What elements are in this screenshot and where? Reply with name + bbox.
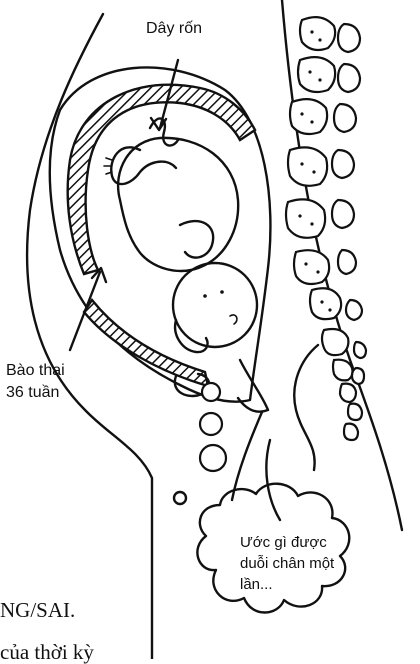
- thought-bubble-line3: lần...: [240, 574, 273, 595]
- thought-bubble-dot: [174, 492, 186, 504]
- belly-outline: [27, 14, 152, 659]
- rectum: [294, 345, 318, 470]
- fetus-eye-left: [203, 294, 207, 298]
- pubic-bone-1: [202, 383, 220, 401]
- fetus-head: [173, 263, 257, 347]
- fetus-age-label-line1: Bào thai: [6, 360, 65, 381]
- background-text-line2: của thời kỳ: [0, 640, 94, 664]
- pubic-bone-3: [200, 445, 226, 471]
- thought-bubble-line1: Ước gì được: [240, 532, 327, 553]
- bowel-loop: [266, 440, 280, 520]
- fetus-ear: [230, 315, 237, 324]
- fetus-face: [175, 320, 207, 352]
- fetus-age-label-line2: 36 tuần: [6, 382, 59, 403]
- lower-uterine-wall: [84, 300, 208, 386]
- pubic-bone-2: [200, 413, 222, 435]
- fetus-eye-right: [220, 290, 224, 294]
- birth-canal: [232, 412, 262, 500]
- thought-bubble-line2: duỗi chân một: [240, 553, 334, 574]
- background-text-line1: NG/SAI.: [0, 598, 75, 622]
- umbilical-cord-label: Dây rốn: [146, 18, 202, 39]
- fetus-arm: [180, 221, 213, 258]
- fetus-foot-toes: [104, 158, 112, 174]
- fetus-body: [118, 138, 238, 271]
